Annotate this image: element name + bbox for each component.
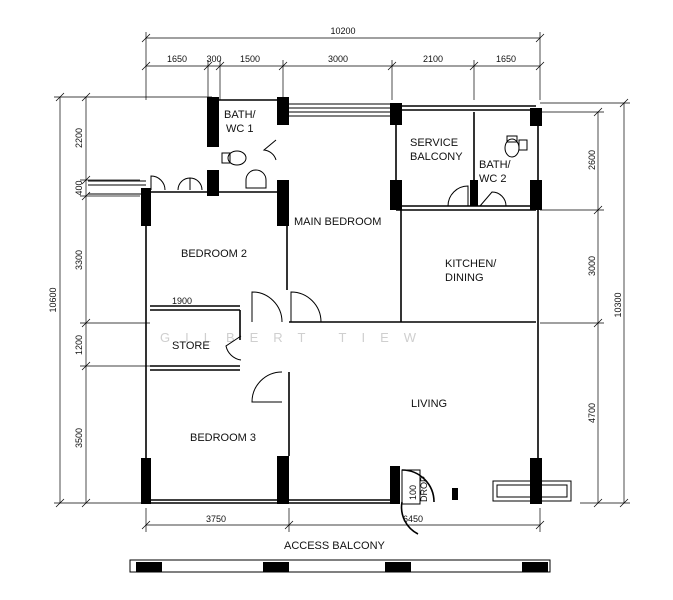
- label-refuse-100: 100: [408, 485, 418, 500]
- label-service: SERVICE: [410, 137, 458, 149]
- dim-top-5: 2100: [423, 54, 443, 64]
- label-access-balcony: ACCESS BALCONY: [284, 540, 386, 552]
- label-main-bedroom: MAIN BEDROOM: [294, 216, 381, 228]
- label-kitchen: KITCHEN/: [445, 258, 497, 270]
- bottom-dimensions: 3750 6450: [141, 508, 545, 532]
- label-bedroom2: BEDROOM 2: [181, 248, 247, 260]
- sanitary-fixtures: [221, 135, 528, 189]
- left-dimensions: 10600 2200 400 3300 1200 3500: [48, 92, 212, 508]
- dim-top-1: 1650: [167, 54, 187, 64]
- label-bath-wc1-line1: BATH/: [224, 109, 257, 121]
- dim-right-1: 2600: [587, 150, 597, 170]
- dim-left-5: 3500: [74, 428, 84, 448]
- watermark: GILBERT TIEW: [160, 330, 431, 345]
- label-store: STORE: [172, 340, 210, 352]
- dim-overall-width: 10200: [330, 26, 355, 36]
- top-dimensions: 10200 1650 300 1500 3000 2100 1650: [141, 26, 545, 100]
- dim-bottom-1: 3750: [206, 514, 226, 524]
- dim-left-4: 1200: [74, 335, 84, 355]
- dim-left-overall: 10600: [48, 287, 58, 312]
- dim-top-3: 1500: [240, 54, 260, 64]
- dim-left-2: 400: [74, 180, 84, 195]
- label-bath-wc1-b: WC 1: [226, 123, 254, 135]
- label-living: LIVING: [411, 398, 447, 410]
- dim-right-2: 3000: [587, 256, 597, 276]
- dim-store-width: 1900: [172, 296, 192, 306]
- right-dimensions: 2600 3000 4700 10300: [540, 98, 630, 508]
- dim-top-4: 3000: [328, 54, 348, 64]
- dim-right-3: 4700: [587, 403, 597, 423]
- dim-top-6: 1650: [496, 54, 516, 64]
- label-dining: DINING: [445, 272, 484, 284]
- access-balcony-parapet: [129, 559, 551, 573]
- label-bath-wc1: BATH/: [224, 109, 257, 121]
- label-bath-wc2-b: WC 2: [479, 173, 507, 185]
- dim-top-2: 300: [206, 54, 221, 64]
- dim-right-overall: 10300: [613, 292, 623, 317]
- label-refuse-drop: DROP: [419, 476, 429, 502]
- dim-bottom-2: 6450: [403, 514, 423, 524]
- label-bath-wc1-line2: WC 1: [226, 123, 254, 135]
- label-bedroom3: BEDROOM 3: [190, 432, 256, 444]
- dim-left-3: 3300: [74, 250, 84, 270]
- label-bath-wc2: BATH/: [479, 159, 512, 171]
- doors: [150, 139, 572, 535]
- dim-left-1: 2200: [74, 128, 84, 148]
- label-balcony: BALCONY: [410, 151, 463, 163]
